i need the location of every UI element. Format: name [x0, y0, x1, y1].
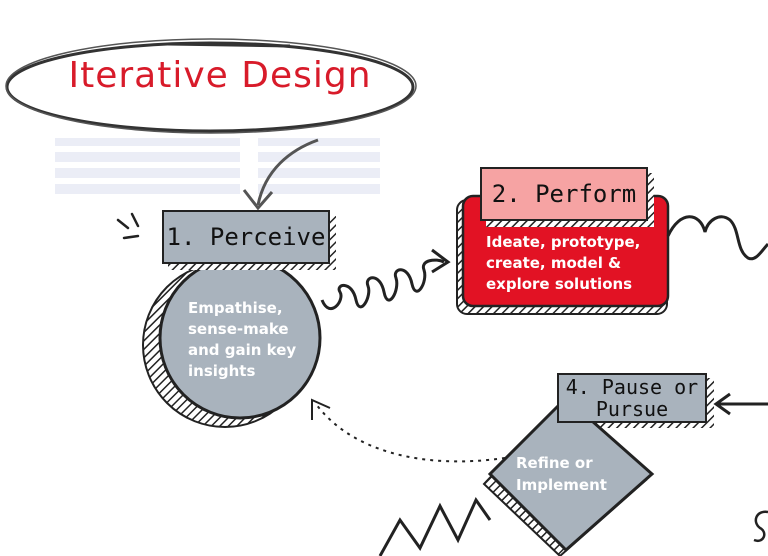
title-ellipse-outer [5, 38, 417, 134]
faded-text-block [55, 138, 380, 194]
perceive-label: 1. Perceive [166, 223, 326, 251]
pause-label-line1: 4. Pause or [565, 375, 699, 399]
perform-body-text: Ideate, prototype, create, model & explo… [486, 233, 641, 293]
perceive-label-box: 1. Perceive [162, 210, 330, 264]
perform-label-box: 2. Perform [480, 167, 648, 221]
dotted-return-arrow [315, 403, 506, 463]
zigzag-line [378, 496, 492, 556]
right-squiggle [666, 215, 768, 261]
refine-body-text: Refine or Implement [516, 454, 607, 494]
spring-arrowhead [431, 248, 451, 274]
perform-label: 2. Perform [491, 180, 637, 208]
title-ellipse [5, 41, 415, 133]
title-to-perceive-arrowhead [242, 189, 274, 211]
spring-connector [320, 258, 445, 310]
refine-diamond [487, 395, 655, 553]
edge-curl [753, 510, 768, 543]
pause-label-box: 4. Pause or Pursue [557, 373, 707, 423]
dotted-return-arrowhead [311, 398, 331, 420]
title-to-perceive-arrow [256, 138, 319, 206]
pause-label-line2: Pursue [595, 397, 669, 421]
right-to-pause-arrowhead [713, 392, 731, 416]
perceive-body-text: Empathise, sense-make and gain key insig… [188, 299, 297, 380]
diagram-title: Iterative Design [68, 55, 372, 96]
title-top-scribble [167, 42, 291, 48]
spark-lines [116, 212, 140, 240]
